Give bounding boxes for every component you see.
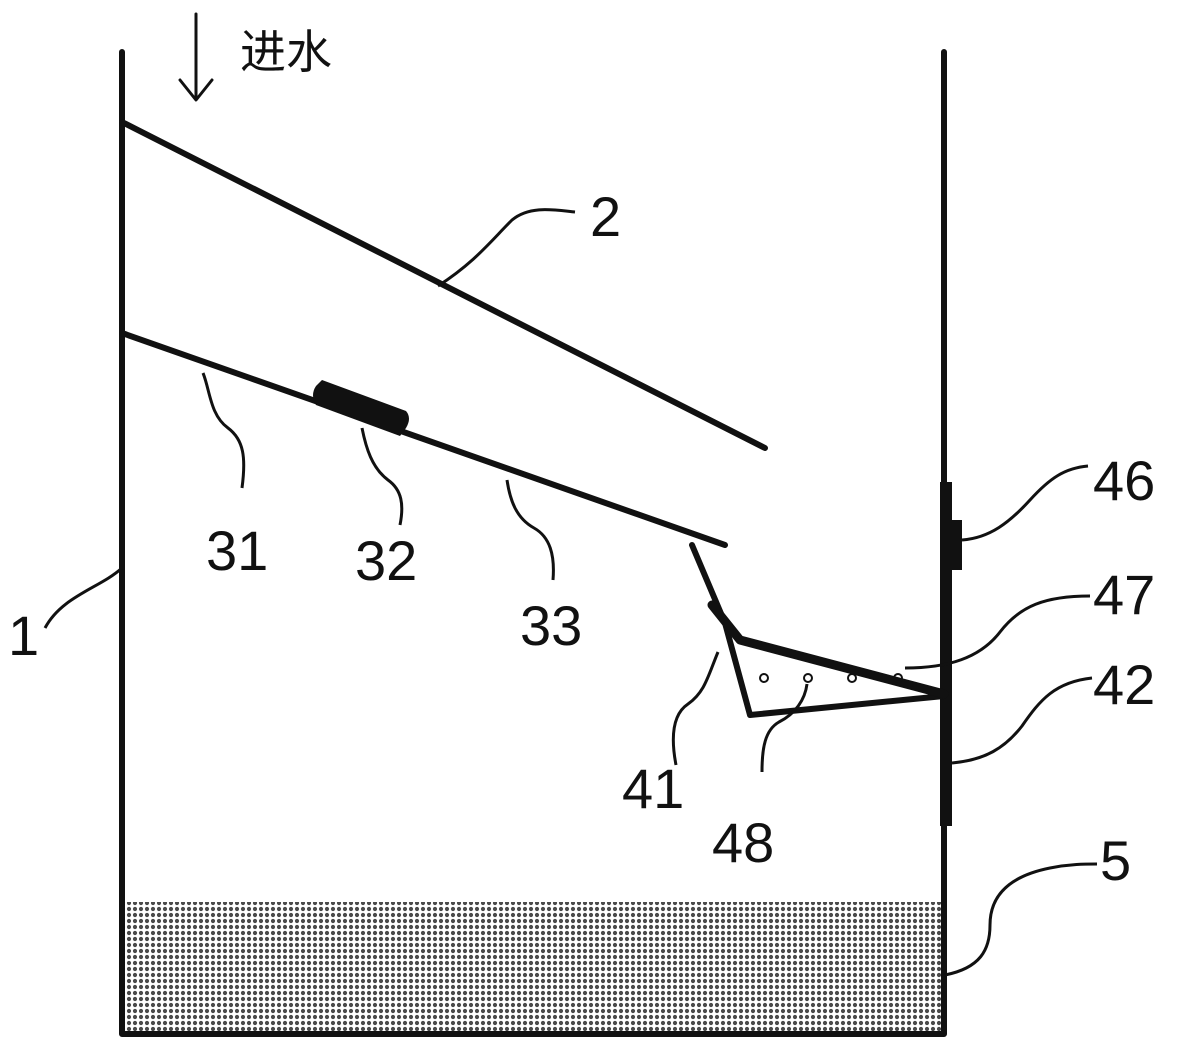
leader-tank	[43, 566, 124, 629]
leader-outlet-strip	[951, 676, 1093, 765]
label-trough-side: 41	[622, 757, 684, 820]
leader-plate-left	[201, 372, 246, 489]
label-plate-right: 33	[520, 594, 582, 657]
leader-upper-plate	[437, 208, 576, 288]
label-sediment: 5	[1100, 829, 1131, 892]
label-tank: 1	[8, 604, 39, 667]
wall-fixture	[948, 520, 962, 570]
trough-side-wall	[689, 542, 947, 718]
leader-trough-top	[904, 594, 1091, 670]
label-upper-plate: 2	[590, 185, 621, 248]
leader-sediment	[944, 862, 1098, 977]
leader-holes	[760, 683, 809, 773]
leader-wall-fixture	[961, 464, 1089, 542]
lower-inclined-plate	[119, 330, 728, 548]
leader-plate-right	[505, 479, 555, 581]
trough-holes	[759, 673, 903, 683]
label-holes: 48	[712, 811, 774, 874]
leader-trough-side	[671, 651, 720, 766]
inlet-arrow-icon	[178, 12, 214, 102]
label-wall-fixture: 46	[1093, 449, 1155, 512]
label-plate-left: 31	[206, 519, 268, 582]
sediment-layer	[122, 902, 944, 1034]
upper-inclined-plate	[119, 119, 768, 451]
label-joint: 32	[355, 529, 417, 592]
trough-top-plate	[707, 600, 949, 699]
leader-joint	[360, 427, 404, 526]
label-trough-top: 47	[1093, 563, 1155, 626]
plate-joint	[313, 380, 409, 436]
inlet-label: 进水	[240, 25, 332, 79]
label-outlet-strip: 42	[1093, 653, 1155, 716]
